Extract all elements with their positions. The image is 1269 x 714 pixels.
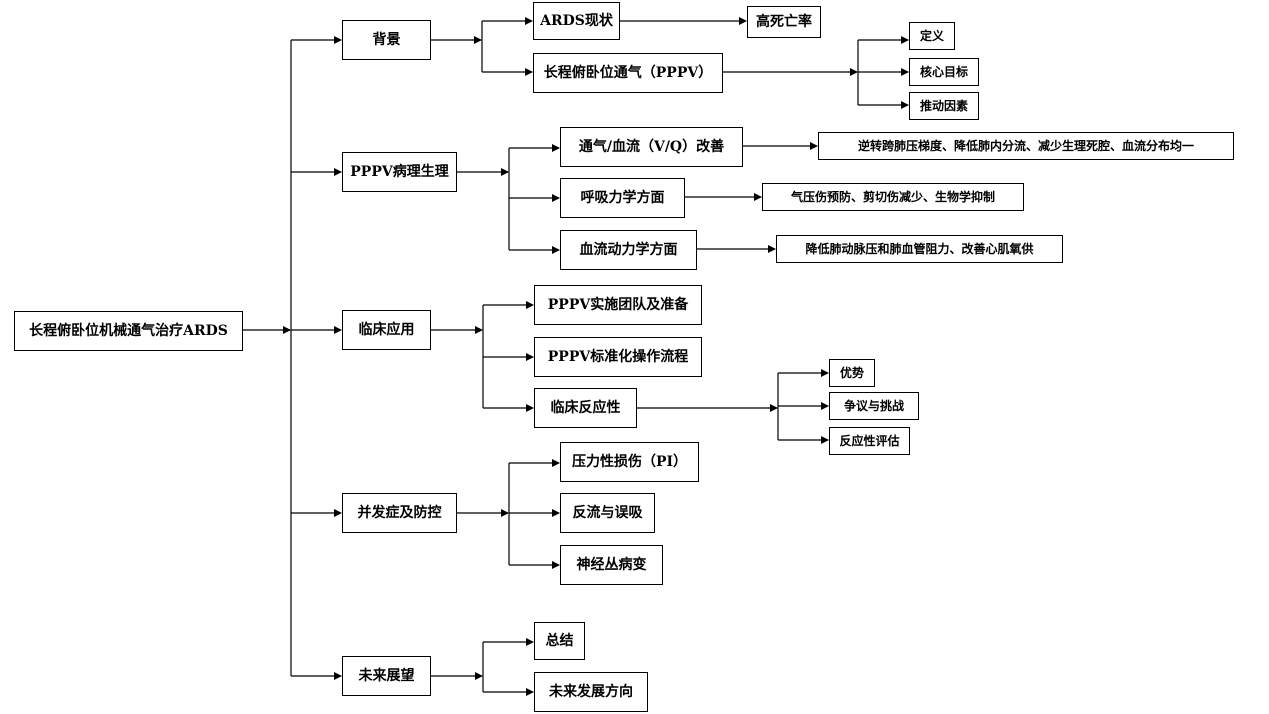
- pathophysiology-node: PPPV病理生理: [342, 152, 457, 192]
- controversy-node: 争议与挑战: [829, 392, 919, 420]
- clinical-response-node: 临床反应性: [534, 388, 637, 428]
- vq-improvement-node: 通气/血流（V/Q）改善: [560, 127, 743, 167]
- pppv-node: 长程俯卧位通气（PPPV）: [533, 53, 723, 93]
- reflux-aspiration-node: 反流与误吸: [560, 493, 655, 533]
- hemodynamics-node: 血流动力学方面: [560, 230, 697, 270]
- pressure-injury-node: 压力性损伤（PI）: [560, 442, 699, 482]
- complications-node: 并发症及防控: [342, 493, 457, 533]
- definition-node: 定义: [909, 22, 955, 50]
- outlook-node: 未来展望: [342, 656, 431, 696]
- pppv-team-node: PPPV实施团队及准备: [534, 285, 702, 325]
- core-goal-node: 核心目标: [909, 58, 979, 86]
- high-mortality-node: 高死亡率: [747, 6, 821, 38]
- summary-node: 总结: [534, 622, 585, 660]
- clinical-application-node: 临床应用: [342, 310, 431, 350]
- ards-status-node: ARDS现状: [533, 2, 620, 40]
- drivers-node: 推动因素: [909, 92, 979, 120]
- root-node: 长程俯卧位机械通气治疗ARDS: [14, 311, 243, 351]
- future-direction-node: 未来发展方向: [534, 672, 648, 712]
- respiratory-mechanics-node: 呼吸力学方面: [560, 178, 685, 218]
- advantage-node: 优势: [829, 359, 875, 387]
- hemodynamic-detail-node: 降低肺动脉压和肺血管阻力、改善心肌氧供: [776, 235, 1063, 263]
- response-evaluation-node: 反应性评估: [829, 427, 910, 455]
- vq-detail-node: 逆转跨肺压梯度、降低肺内分流、减少生理死腔、血流分布均一: [818, 132, 1234, 160]
- plexopathy-node: 神经丛病变: [560, 545, 663, 585]
- background-node: 背景: [342, 20, 431, 60]
- respiratory-detail-node: 气压伤预防、剪切伤减少、生物学抑制: [762, 183, 1024, 211]
- pppv-sop-node: PPPV标准化操作流程: [534, 337, 702, 377]
